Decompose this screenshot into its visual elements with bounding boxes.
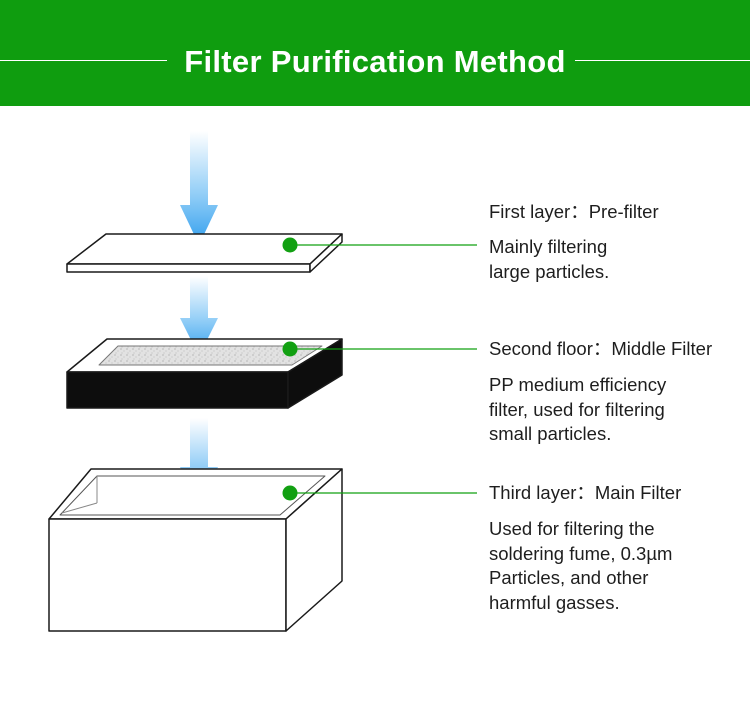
first-layer-title: First layer：Pre-filter	[489, 201, 659, 222]
header-rule-right	[575, 60, 750, 61]
header-rule-left	[0, 60, 167, 61]
airflow-arrow-icon	[180, 276, 218, 356]
marker-dot	[282, 485, 298, 501]
first-layer-description: Mainly filtering large particles.	[489, 236, 610, 282]
marker-dot	[282, 237, 298, 253]
second-layer-title: Second floor：Middle Filter	[489, 338, 713, 359]
second-layer-description: PP medium efficiency filter, used for fi…	[489, 374, 667, 444]
page-title: Filter Purification Method	[184, 44, 566, 79]
connector-first-layer	[282, 237, 477, 253]
airflow-arrow-icon	[180, 131, 218, 245]
marker-dot	[282, 341, 298, 357]
header-banner: Filter Purification Method	[0, 0, 750, 106]
connector-second-layer	[282, 341, 477, 357]
pre-filter-icon	[66, 233, 343, 273]
third-layer-description: Used for filtering the soldering fume, 0…	[489, 518, 673, 613]
connector-third-layer	[282, 485, 477, 501]
middle-filter-icon	[66, 338, 343, 409]
third-layer-title: Third layer：Main Filter	[489, 482, 682, 503]
main-filter-box-icon	[48, 468, 343, 632]
